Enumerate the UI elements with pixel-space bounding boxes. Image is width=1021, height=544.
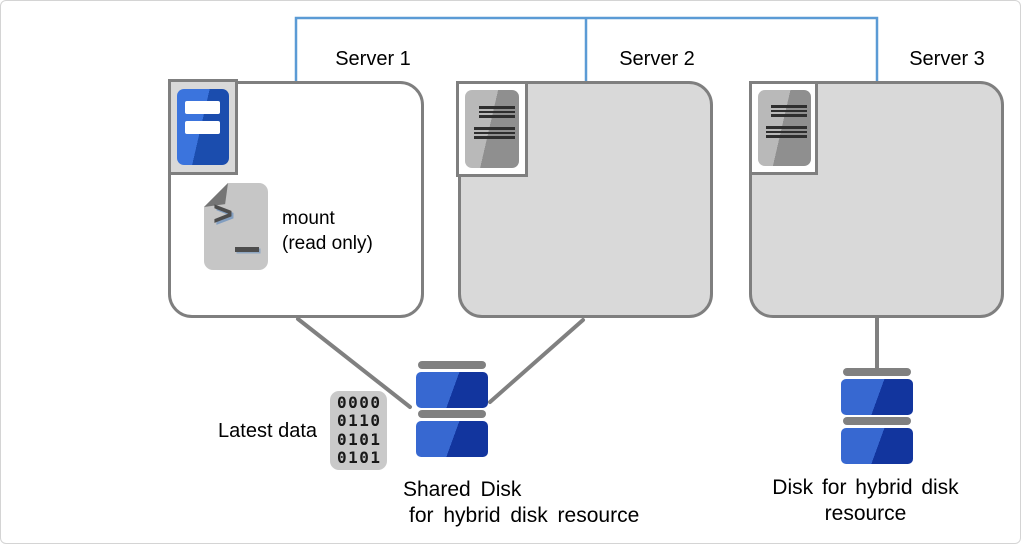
- shared-disk-label-line1: Shared Disk: [403, 478, 522, 501]
- disk-cap: [843, 417, 911, 425]
- server-3-label: Server 3: [909, 48, 985, 70]
- disk-cap: [418, 410, 486, 418]
- prompt-glyph: >: [213, 195, 233, 233]
- standby-server-tower-icon: [465, 90, 519, 168]
- server-2-icon-box: [456, 81, 528, 177]
- standby-server-tower-icon: [758, 90, 811, 166]
- disk-platter: [841, 378, 913, 415]
- terminal-file-icon: >: [204, 183, 268, 270]
- server-1-label: Server 1: [335, 48, 411, 70]
- latest-data-label: Latest data: [218, 420, 317, 442]
- tower-vent-stripes: [479, 106, 515, 120]
- hybrid-disk-icon: [841, 368, 913, 464]
- binary-row: 0110: [336, 411, 382, 430]
- hybrid-disk-label-line2: resource: [824, 502, 907, 525]
- mount-note-line2: (read only): [282, 233, 373, 254]
- shared-disk-label: Shared Disk for hybrid disk resource: [403, 477, 639, 529]
- disk-cap: [843, 368, 911, 376]
- disk-platter: [416, 371, 488, 408]
- active-server-tower-icon: [177, 89, 229, 165]
- tower-slot-bar: [185, 101, 220, 114]
- hybrid-disk-label: Disk for hybrid disk resource: [763, 475, 968, 527]
- shared-disk-label-line2: for hybrid disk resource: [409, 504, 640, 527]
- disk-cap: [418, 361, 486, 369]
- binary-row: 0101: [336, 429, 382, 449]
- binary-row: 0000: [336, 392, 382, 412]
- disk-platter: [841, 427, 913, 464]
- tower-vent-stripes: [771, 105, 807, 119]
- tower-vent-stripes: [474, 127, 515, 141]
- disk-platter: [416, 420, 488, 457]
- tower-vent-stripes: [766, 126, 807, 140]
- tower-slot-bar: [185, 121, 220, 134]
- server-3-icon-box: [749, 81, 818, 175]
- hybrid-disk-label-line1: Disk for hybrid disk: [772, 476, 959, 499]
- connector-server2-shared-disk: [488, 318, 585, 404]
- server-1-icon-box: [168, 79, 238, 175]
- binary-row: 0101: [336, 448, 382, 467]
- binary-data-icon: 0000 0110 0101 0101: [330, 391, 387, 470]
- server-2-label: Server 2: [619, 48, 695, 70]
- cursor-glyph: [235, 247, 259, 252]
- shared-disk-icon: [416, 361, 488, 457]
- mount-note-line1: mount: [282, 208, 335, 229]
- server-2-box: [458, 81, 713, 318]
- mount-note: mount (read only): [282, 206, 373, 256]
